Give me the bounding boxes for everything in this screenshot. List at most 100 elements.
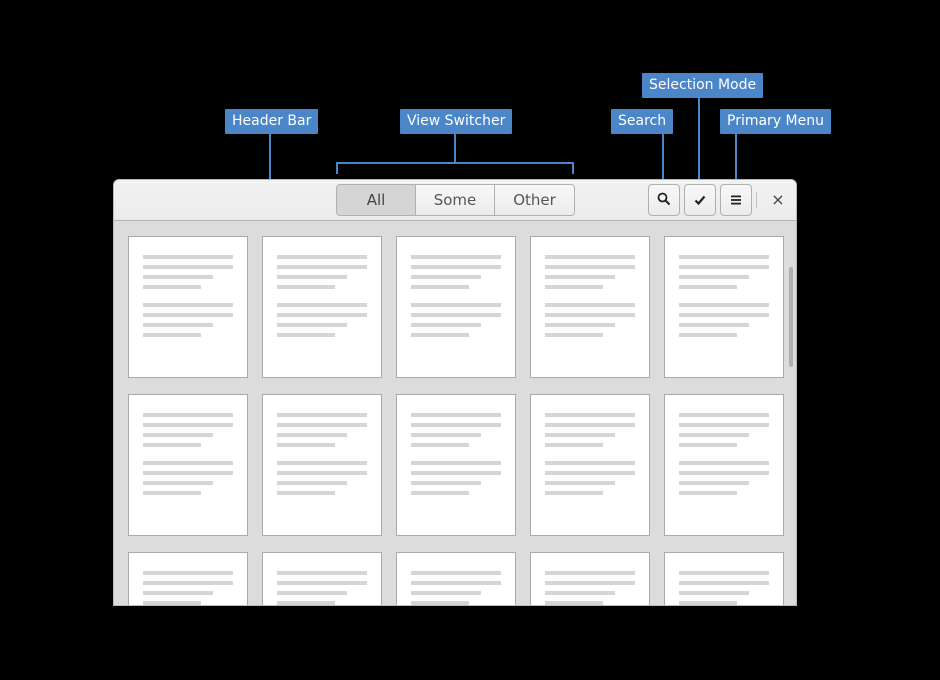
primary-menu-callout: Primary Menu: [720, 109, 831, 134]
placeholder-text-line: [143, 461, 233, 465]
placeholder-text-line: [545, 491, 603, 495]
view-switcher-bracket-right: [572, 162, 574, 174]
placeholder-text-line: [545, 591, 615, 595]
placeholder-text-line: [545, 255, 635, 259]
placeholder-text-line: [679, 433, 749, 437]
placeholder-text-line: [545, 285, 603, 289]
placeholder-text-line: [277, 323, 347, 327]
placeholder-text-line: [545, 303, 635, 307]
placeholder-text-line: [143, 255, 233, 259]
placeholder-text-line: [679, 471, 769, 475]
placeholder-text-line: [679, 303, 769, 307]
placeholder-text-line: [143, 313, 233, 317]
app-window: All Some Other: [113, 179, 797, 606]
placeholder-text-line: [411, 285, 469, 289]
placeholder-text-line: [679, 275, 749, 279]
placeholder-text-line: [411, 413, 501, 417]
placeholder-text-line: [679, 333, 737, 337]
document-thumbnail[interactable]: [128, 394, 248, 536]
placeholder-text-line: [679, 481, 749, 485]
document-thumbnail[interactable]: [128, 236, 248, 378]
placeholder-text-line: [545, 571, 635, 575]
placeholder-text-line: [545, 323, 615, 327]
header-bar: All Some Other: [114, 180, 796, 221]
selection-mode-leader: [698, 98, 700, 185]
document-thumbnail[interactable]: [262, 552, 382, 605]
placeholder-text-line: [411, 571, 501, 575]
tab-other[interactable]: Other: [495, 185, 574, 215]
placeholder-text-line: [143, 285, 201, 289]
header-separator: [756, 192, 757, 208]
placeholder-text-line: [143, 323, 213, 327]
placeholder-text-line: [411, 265, 501, 269]
selection-mode-callout: Selection Mode: [642, 73, 764, 98]
document-thumbnail[interactable]: [530, 394, 650, 536]
placeholder-text-line: [277, 265, 367, 269]
tab-some[interactable]: Some: [416, 185, 495, 215]
placeholder-text-line: [679, 323, 749, 327]
document-thumbnail[interactable]: [128, 552, 248, 605]
document-thumbnail[interactable]: [396, 552, 516, 605]
selection-mode-button[interactable]: [684, 184, 716, 216]
document-thumbnail[interactable]: [664, 394, 784, 536]
placeholder-text-line: [545, 423, 635, 427]
placeholder-text-line: [545, 481, 615, 485]
placeholder-text-line: [545, 265, 635, 269]
placeholder-text-line: [411, 313, 501, 317]
placeholder-text-line: [277, 313, 367, 317]
placeholder-text-line: [679, 255, 769, 259]
document-thumbnail[interactable]: [396, 394, 516, 536]
view-switcher-callout: View Switcher: [400, 109, 513, 134]
search-callout: Search: [611, 109, 674, 134]
primary-menu-button[interactable]: [720, 184, 752, 216]
placeholder-text-line: [411, 323, 481, 327]
document-thumbnail[interactable]: [262, 394, 382, 536]
header-bar-leader: [269, 134, 271, 190]
placeholder-text-line: [143, 581, 233, 585]
placeholder-text-line: [277, 433, 347, 437]
placeholder-text-line: [277, 333, 335, 337]
document-thumbnail[interactable]: [530, 236, 650, 378]
placeholder-text-line: [545, 581, 635, 585]
placeholder-text-line: [679, 591, 749, 595]
placeholder-text-line: [277, 285, 335, 289]
placeholder-text-line: [411, 591, 481, 595]
placeholder-text-line: [143, 481, 213, 485]
placeholder-text-line: [143, 423, 233, 427]
placeholder-text-line: [277, 591, 347, 595]
placeholder-text-line: [411, 255, 501, 259]
document-thumbnail[interactable]: [664, 236, 784, 378]
placeholder-text-line: [411, 443, 469, 447]
placeholder-text-line: [411, 481, 481, 485]
tab-all[interactable]: All: [337, 185, 416, 215]
placeholder-text-line: [277, 423, 367, 427]
placeholder-text-line: [545, 275, 615, 279]
view-switcher: All Some Other: [336, 184, 575, 216]
placeholder-text-line: [277, 275, 347, 279]
placeholder-text-line: [277, 303, 367, 307]
document-thumbnail[interactable]: [530, 552, 650, 605]
primary-menu-leader: [735, 134, 737, 185]
placeholder-text-line: [545, 471, 635, 475]
placeholder-text-line: [411, 471, 501, 475]
placeholder-text-line: [143, 433, 213, 437]
placeholder-text-line: [143, 591, 213, 595]
document-thumbnail[interactable]: [262, 236, 382, 378]
placeholder-text-line: [679, 443, 737, 447]
placeholder-text-line: [143, 443, 201, 447]
header-bar-callout: Header Bar: [225, 109, 319, 134]
document-thumbnail[interactable]: [396, 236, 516, 378]
placeholder-text-line: [679, 571, 769, 575]
close-icon: ×: [771, 190, 785, 209]
placeholder-text-line: [277, 581, 367, 585]
document-thumbnail[interactable]: [664, 552, 784, 605]
placeholder-text-line: [545, 433, 615, 437]
search-button[interactable]: [648, 184, 680, 216]
placeholder-text-line: [411, 433, 481, 437]
placeholder-text-line: [679, 313, 769, 317]
placeholder-text-line: [679, 423, 769, 427]
placeholder-text-line: [411, 423, 501, 427]
placeholder-text-line: [277, 491, 335, 495]
close-button[interactable]: ×: [766, 188, 790, 212]
scrollbar[interactable]: [789, 267, 793, 367]
